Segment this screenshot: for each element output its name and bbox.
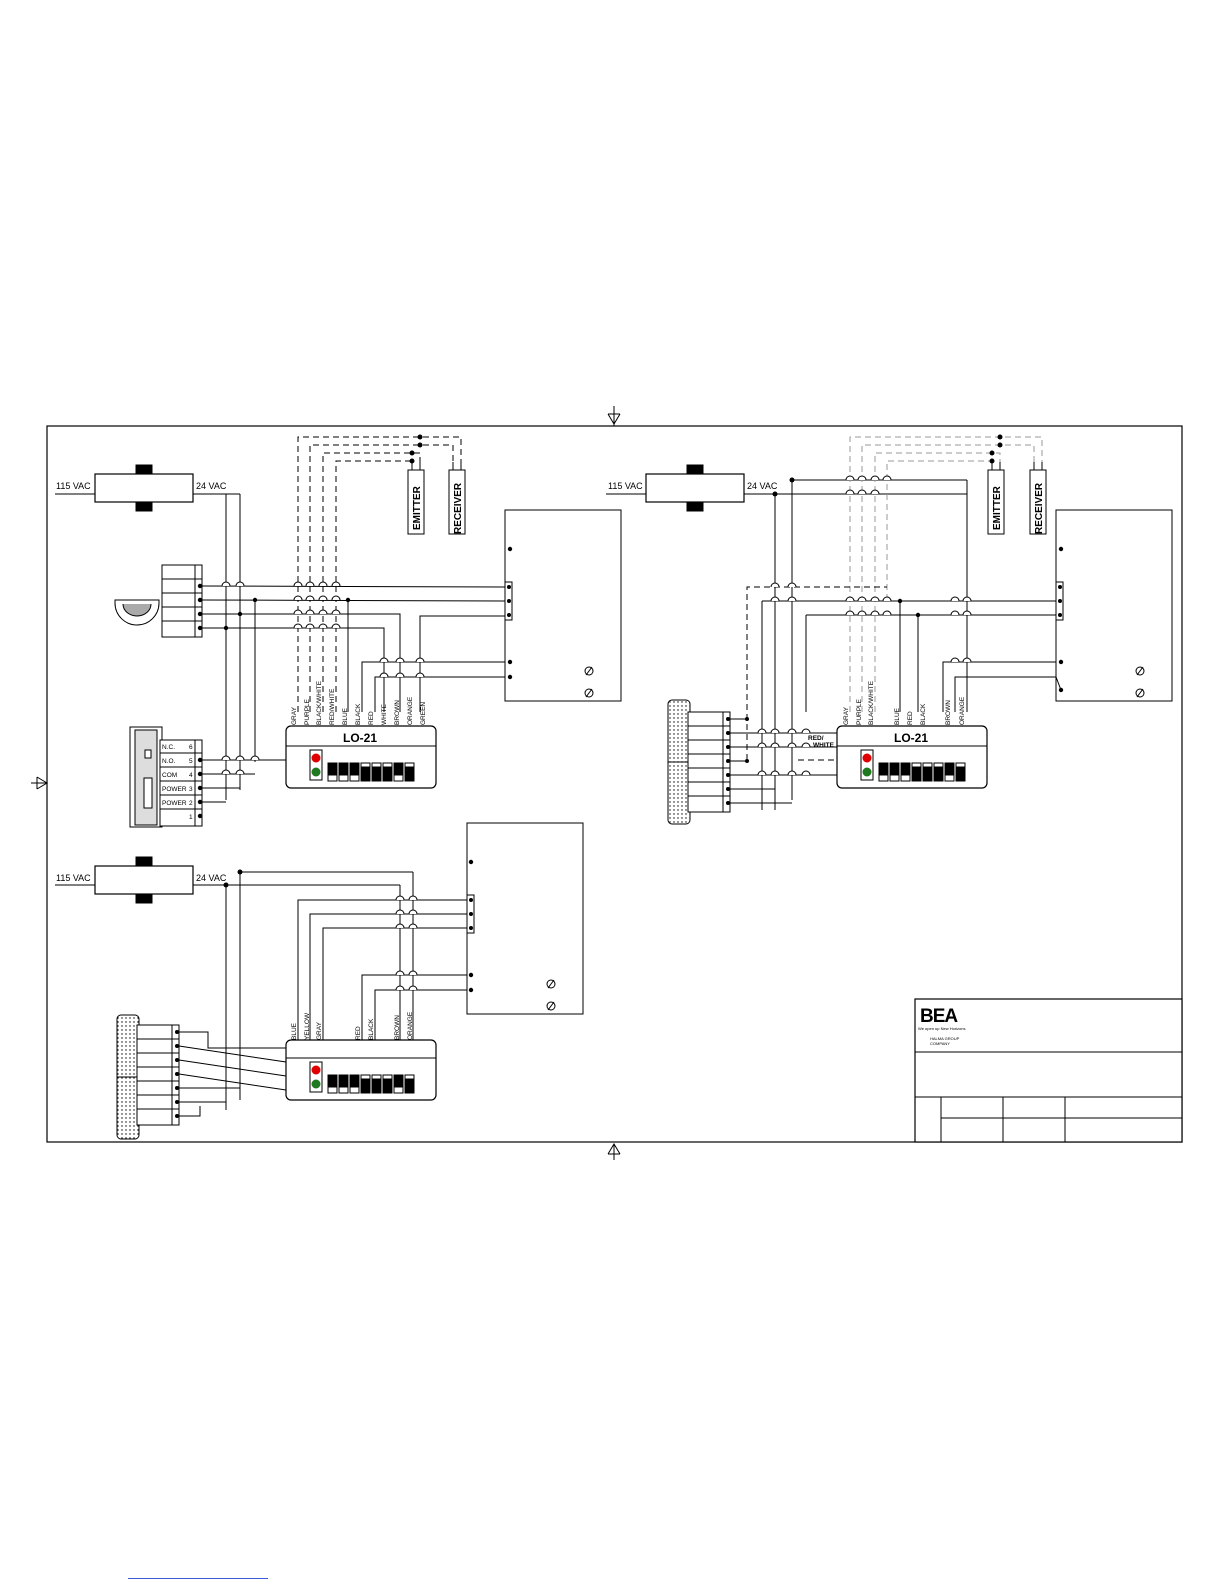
wire-label: BLACK/WHITE xyxy=(868,680,875,725)
emitter-label: EMITTER xyxy=(412,485,423,530)
wire-labels-bottom: BLUE YELLOW GRAY RED BLACK BROWN ORANGE xyxy=(291,1011,414,1040)
centering-marks xyxy=(31,406,621,1160)
wire-label: ORANGE xyxy=(959,696,966,725)
wire-label: PURPLE xyxy=(304,698,311,725)
supply-out-label: 24 VAC xyxy=(196,873,227,883)
group-name: HALMA GROUP xyxy=(930,1036,960,1041)
terminal-power-2: POWER xyxy=(162,800,187,807)
led-red-icon xyxy=(311,753,321,763)
supply-in-label: 115 VAC xyxy=(56,481,91,491)
wire-label: RED xyxy=(907,711,914,725)
wire-label: ORANGE xyxy=(407,1011,414,1040)
module-name: LO-21 xyxy=(343,731,377,745)
bea-logo: BEA xyxy=(920,1006,958,1027)
terminal-number: 5 xyxy=(189,758,193,765)
wire-label: BLUE xyxy=(894,707,901,725)
wire-label: GRAY xyxy=(316,1021,323,1040)
safety-sensor xyxy=(667,699,837,825)
wire-label: GRAY xyxy=(843,706,850,725)
wire-labels-top-right: GRAY PURPLE BLACK/WHITE BLUE RED BLACK B… xyxy=(808,680,966,749)
wire-label: BLUE xyxy=(342,707,349,725)
wire-side-label: WHITE xyxy=(813,742,835,749)
safety-sensor xyxy=(116,1014,287,1140)
door-switch: N.C. N.O. COM POWER POWER 6 5 4 3 2 1 xyxy=(129,726,286,828)
wire-label: RED/WHITE xyxy=(329,688,336,725)
lo21-module: LO-21 xyxy=(836,725,988,789)
supply-in-label: 115 VAC xyxy=(608,481,643,491)
wire-label: BROWN xyxy=(945,700,952,725)
wire-label: BROWN xyxy=(394,700,401,725)
led-green-icon xyxy=(311,767,321,777)
wire-label: PURPLE xyxy=(856,698,863,725)
receiver-label: RECEIVER xyxy=(453,482,464,534)
wire-labels-top-left: GRAY PURPLE BLACK/WHITE RED/WHITE BLUE B… xyxy=(291,680,427,725)
terminal-power-1: POWER xyxy=(162,786,187,793)
wire-label: RED xyxy=(368,711,375,725)
group-sub: COMPANY xyxy=(930,1041,950,1046)
wire-label: YELLOW xyxy=(304,1012,311,1040)
module-name: LO-21 xyxy=(894,731,928,745)
led-red-icon xyxy=(311,1065,321,1075)
wire-label: WHITE xyxy=(381,703,388,725)
terminal-number: 6 xyxy=(189,744,193,751)
emitter-label: EMITTER xyxy=(992,485,1003,530)
terminal-com: COM xyxy=(162,772,177,779)
wire-label: BLUE xyxy=(291,1022,298,1040)
wire-label: GRAY xyxy=(291,706,298,725)
led-red-icon xyxy=(862,753,872,763)
wire-label: ORANGE xyxy=(407,696,414,725)
receiver-label: RECEIVER xyxy=(1034,482,1045,534)
lo21-module-no-title xyxy=(285,1039,437,1101)
terminal-number: 3 xyxy=(189,786,193,793)
supply-out-label: 24 VAC xyxy=(747,481,778,491)
bea-tagline: We open up New Horizons xyxy=(918,1026,966,1031)
supply-in-label: 115 VAC xyxy=(56,873,91,883)
wire-label: RED xyxy=(355,1026,362,1040)
wire-label: BLACK xyxy=(368,1018,375,1040)
section-top-right: 115 VAC 24 VAC EMITTER RECEIVER xyxy=(606,434,1173,825)
supply-out-label: 24 VAC xyxy=(196,481,227,491)
section-bottom-left: 115 VAC 24 VAC BLUE YELLOW GRAY RED BLAC… xyxy=(55,822,584,1140)
wire-label: GREEN xyxy=(420,702,427,725)
terminal-number: 1 xyxy=(189,814,193,821)
title-block: BEA We open up New Horizons HALMA GROUP … xyxy=(914,998,1183,1143)
led-green-icon xyxy=(311,1079,321,1089)
terminal-number: 2 xyxy=(189,800,193,807)
wire-side-label: RED/ xyxy=(808,735,824,742)
wire-label: BLACK/WHITE xyxy=(316,680,323,725)
lo21-module: LO-21 xyxy=(285,725,437,789)
wire-label: BLACK xyxy=(920,703,927,725)
terminal-number: 4 xyxy=(189,772,193,779)
footer-link-underline[interactable] xyxy=(128,1578,268,1580)
terminal-nc: N.C. xyxy=(162,744,175,751)
section-top-left: 115 VAC 24 VAC EMITTER RECEIVER xyxy=(55,434,622,828)
transformer xyxy=(55,464,241,800)
wire-label: BLACK xyxy=(355,703,362,725)
terminal-no: N.O. xyxy=(162,758,176,765)
led-green-icon xyxy=(862,767,872,777)
wire-label: BROWN xyxy=(394,1015,401,1040)
